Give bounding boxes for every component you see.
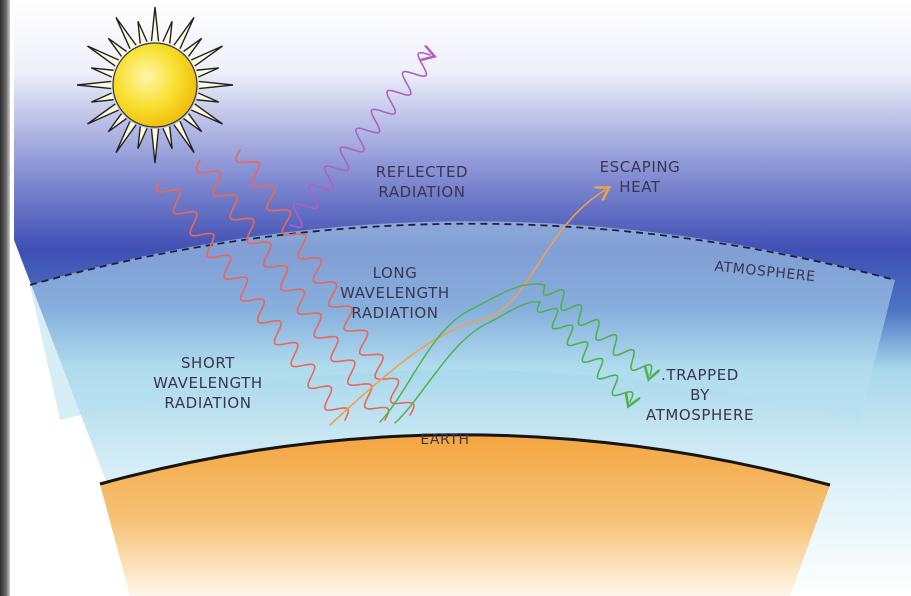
sun-disc	[113, 43, 197, 127]
reflected-radiation-label: REFLECTED RADIATION	[352, 162, 492, 202]
trapped-by-atmosphere-label: .TRAPPED BY ATMOSPHERE	[620, 365, 780, 425]
earth-label: EARTH	[400, 430, 490, 450]
short-wavelength-label: SHORT WAVELENGTH RADIATION	[138, 353, 278, 413]
long-wavelength-label: LONG WAVELENGTH RADIATION	[320, 263, 470, 323]
escaping-heat-label: ESCAPING HEAT	[575, 157, 705, 197]
